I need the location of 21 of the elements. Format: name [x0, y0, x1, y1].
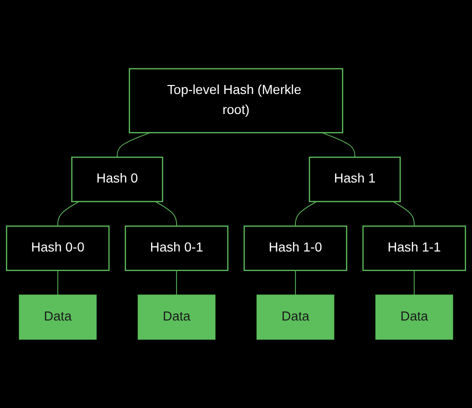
node-box: Hash 0-1: [124, 226, 228, 272]
connector: [392, 201, 415, 227]
connector: [57, 270, 58, 296]
connector: [295, 201, 318, 227]
node-box: Data: [18, 294, 97, 340]
connector: [154, 201, 177, 227]
connector: [116, 132, 151, 158]
connector: [57, 201, 80, 227]
node-box: Data: [375, 294, 454, 340]
connector: [321, 132, 356, 158]
connector: [176, 270, 177, 296]
node-box: Data: [138, 294, 216, 340]
node-box: Data: [256, 294, 334, 340]
node-box: Hash 1-0: [244, 226, 348, 272]
node-box: Hash 0-0: [6, 226, 110, 272]
connector: [295, 270, 296, 296]
node-box: Hash 1: [308, 156, 401, 202]
connector: [414, 270, 415, 296]
node-box: Hash 0: [71, 156, 164, 202]
node-box: Hash 1-1: [362, 226, 466, 272]
node-box: Top-level Hash (Merkle root): [128, 68, 344, 134]
